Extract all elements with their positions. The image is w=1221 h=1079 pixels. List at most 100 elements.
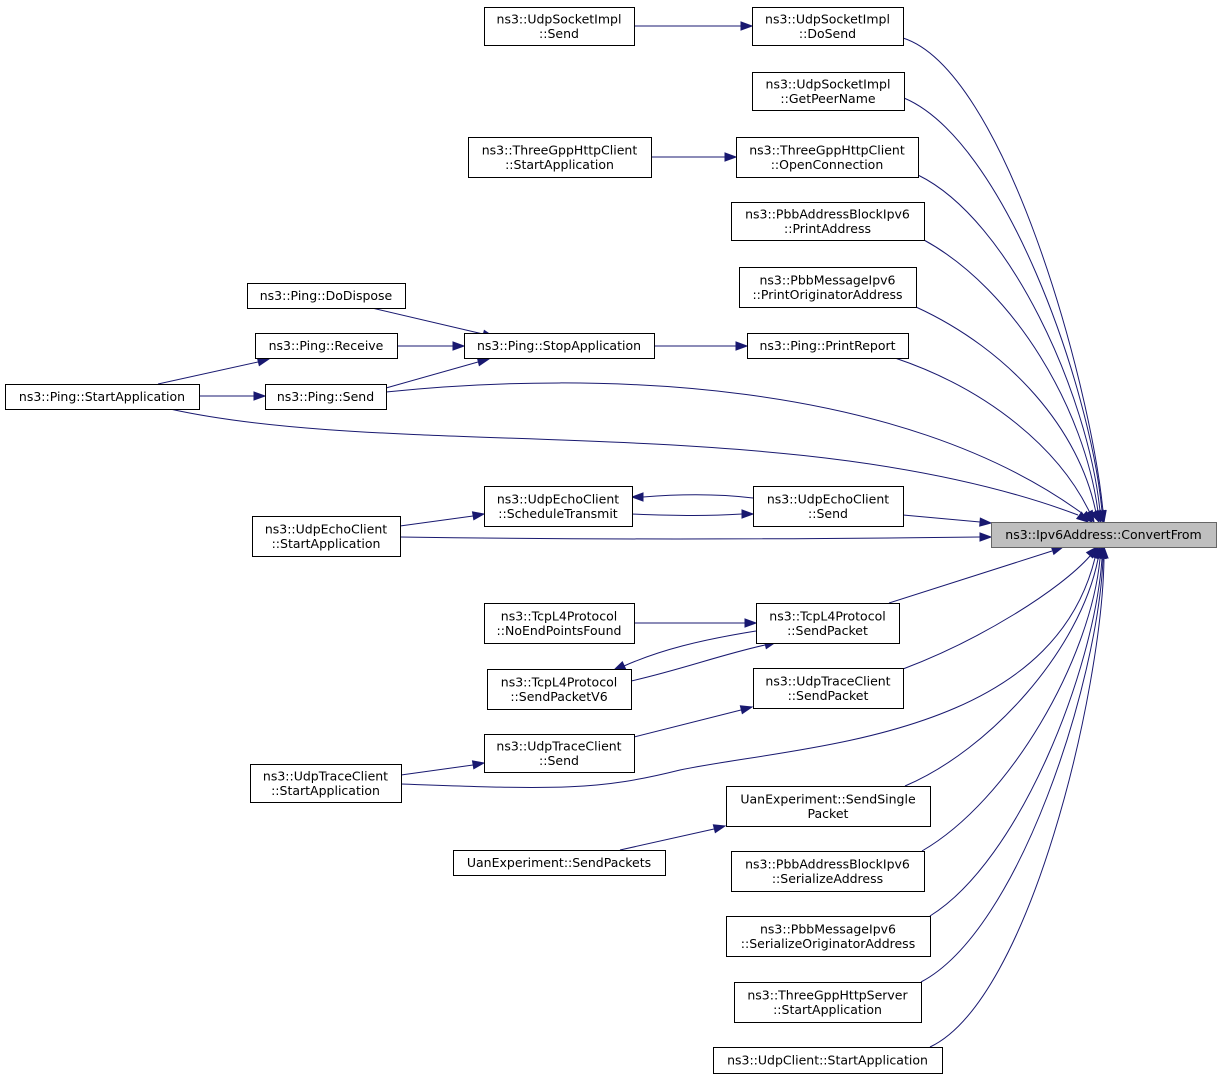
node-http-client-start[interactable]: ns3::ThreeGppHttpClient::StartApplicatio…	[468, 137, 652, 178]
node-trace-send[interactable]: ns3::UdpTraceClient::Send	[484, 734, 635, 773]
node-box	[464, 333, 655, 359]
call-edge	[915, 306, 1100, 524]
edge-line	[400, 557, 1096, 788]
node-label: UanExperiment::SendPackets	[467, 855, 651, 870]
node-box	[484, 7, 635, 46]
node-label: ns3::Ipv6Address::ConvertFrom	[1005, 527, 1201, 542]
node-echo-send[interactable]: ns3::UdpEchoClient::Send	[753, 486, 904, 527]
call-edge	[630, 492, 754, 502]
node-box	[726, 786, 931, 827]
node-label: ns3::UdpClient::StartApplication	[727, 1053, 928, 1068]
edge-line	[902, 37, 1104, 512]
node-label: ns3::PbbAddressBlockIpv6	[745, 856, 910, 871]
call-edge	[400, 760, 486, 776]
node-label: ns3::UdpSocketImpl	[766, 76, 891, 91]
arrowhead-icon	[744, 618, 758, 628]
node-tcp-sendpacket[interactable]: ns3::TcpL4Protocol::SendPacket	[756, 603, 900, 644]
node-trace-start[interactable]: ns3::UdpTraceClient::StartApplication	[250, 764, 402, 803]
edge-line	[400, 764, 474, 776]
node-label: ::ScheduleTransmit	[498, 506, 618, 521]
edge-line	[623, 630, 757, 667]
node-label: ns3::UdpTraceClient	[765, 673, 890, 688]
arrowhead-icon	[739, 705, 754, 715]
node-pbb-msg-serialize[interactable]: ns3::PbbMessageIpv6::SerializeOriginator…	[726, 916, 931, 957]
node-label: ns3::PbbMessageIpv6	[760, 272, 896, 287]
call-edge	[902, 514, 993, 527]
call-edges	[157, 21, 1109, 1048]
call-edge	[921, 545, 1104, 852]
arrowhead-icon	[452, 341, 466, 351]
node-udpsocket-send[interactable]: ns3::UdpSocketImpl::Send	[484, 7, 635, 46]
arrowhead-icon	[741, 509, 755, 519]
node-http-server-start[interactable]: ns3::ThreeGppHttpServer::StartApplicatio…	[734, 982, 922, 1023]
node-label: ns3::UdpEchoClient	[767, 491, 889, 506]
node-label: ::StartApplication	[271, 783, 380, 798]
node-box	[487, 669, 632, 710]
node-udpclient-start[interactable]: ns3::UdpClient::StartApplication	[713, 1047, 943, 1074]
node-tcp-noendpoints[interactable]: ns3::TcpL4Protocol::NoEndPointsFound	[484, 603, 635, 644]
node-box	[731, 851, 925, 892]
node-label: ::DoSend	[799, 26, 856, 41]
arrowhead-icon	[253, 391, 267, 401]
node-pbb-msg-print[interactable]: ns3::PbbMessageIpv6::PrintOriginatorAddr…	[739, 267, 917, 308]
arrowhead-icon	[1099, 545, 1109, 559]
node-udpsocket-dosend[interactable]: ns3::UdpSocketImpl::DoSend	[752, 7, 904, 46]
call-edge	[397, 341, 466, 351]
node-echo-start[interactable]: ns3::UdpEchoClient::StartApplication	[252, 516, 401, 557]
arrowhead-icon	[740, 21, 754, 31]
node-label: ns3::UdpEchoClient	[497, 491, 619, 506]
call-edge	[634, 21, 754, 31]
node-http-client-open[interactable]: ns3::ThreeGppHttpClient::OpenConnection	[736, 137, 919, 178]
node-uan-sendpackets[interactable]: UanExperiment::SendPackets	[453, 850, 666, 876]
node-box	[991, 522, 1217, 548]
node-label: ::StartApplication	[272, 536, 381, 551]
node-echo-schedule[interactable]: ns3::UdpEchoClient::ScheduleTransmit	[484, 486, 633, 527]
node-ping-stop[interactable]: ns3::Ping::StopApplication	[464, 333, 655, 359]
node-box	[5, 384, 200, 410]
call-edge	[633, 705, 754, 738]
node-box	[731, 202, 925, 241]
node-pbb-addrblock-print[interactable]: ns3::PbbAddressBlockIpv6::PrintAddress	[731, 202, 925, 241]
node-ping-send[interactable]: ns3::Ping::Send	[265, 384, 387, 410]
node-label: ::StartApplication	[505, 157, 614, 172]
node-label: ::StartApplication	[773, 1002, 882, 1017]
edge-line	[929, 558, 1103, 917]
node-label: ::PrintOriginatorAddress	[752, 287, 902, 302]
node-box	[484, 486, 633, 527]
node-box	[736, 137, 919, 178]
node-label: ns3::Ping::Receive	[269, 338, 384, 353]
node-tcp-sendpacketv6[interactable]: ns3::TcpL4Protocol::SendPacketV6	[487, 669, 632, 710]
arrowhead-icon	[979, 517, 993, 527]
edge-line	[902, 514, 981, 523]
node-ping-start[interactable]: ns3::Ping::StartApplication	[5, 384, 200, 410]
node-label: ::SendPacket	[788, 688, 869, 703]
edge-line	[169, 408, 1079, 516]
edge-line	[903, 97, 1103, 512]
node-label: ::Send	[808, 506, 848, 521]
node-ping-dodispose[interactable]: ns3::Ping::DoDispose	[247, 283, 406, 309]
node-box	[734, 982, 922, 1023]
node-box	[739, 267, 917, 308]
node-box	[453, 850, 666, 876]
node-pbb-addrblock-serialize[interactable]: ns3::PbbAddressBlockIpv6::SerializeAddre…	[731, 851, 925, 892]
node-label: ns3::UdpEchoClient	[265, 521, 387, 536]
edge-line	[385, 361, 479, 389]
node-box	[756, 603, 900, 644]
node-ping-report[interactable]: ns3::Ping::PrintReport	[747, 333, 909, 359]
node-udpsocket-getpeername[interactable]: ns3::UdpSocketImpl::GetPeerName	[752, 72, 905, 111]
call-edge	[169, 408, 1090, 523]
node-label: Packet	[808, 806, 849, 821]
node-box	[250, 764, 402, 803]
node-label: ns3::PbbMessageIpv6	[760, 921, 896, 936]
node-label: ns3::Ping::StartApplication	[19, 389, 185, 404]
node-trace-sendpacket[interactable]: ns3::UdpTraceClient::SendPacket	[753, 668, 904, 709]
edge-line	[902, 555, 1091, 670]
node-label: ::NoEndPointsFound	[497, 623, 622, 638]
arrowhead-icon	[471, 760, 486, 770]
node-target[interactable]: ns3::Ipv6Address::ConvertFrom	[991, 522, 1217, 548]
node-label: ns3::ThreeGppHttpClient	[749, 142, 905, 157]
edge-line	[157, 361, 259, 385]
call-edge	[385, 357, 491, 389]
node-ping-receive[interactable]: ns3::Ping::Receive	[255, 333, 398, 359]
